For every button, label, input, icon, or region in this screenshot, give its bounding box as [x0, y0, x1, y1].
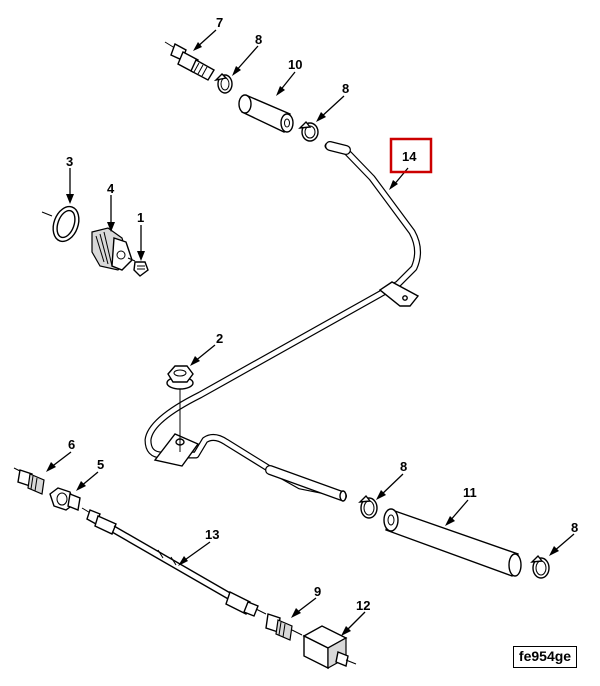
- callout-4: 4: [107, 181, 115, 196]
- callout-8: 8: [255, 32, 262, 47]
- callout-9: 9: [314, 584, 321, 599]
- top-fitting: [164, 41, 215, 81]
- callout-leaders: [46, 29, 575, 636]
- callout-11: 12: [356, 598, 370, 613]
- callout-5: 5: [97, 457, 104, 472]
- tube-line: [81, 507, 267, 617]
- elbow-fitting: [13, 467, 45, 495]
- highlight-box: [389, 137, 433, 174]
- callout-13: 13: [205, 527, 219, 542]
- hose-clamp-lower-2: [530, 554, 550, 579]
- callout-labels: 7 8 10 8 14 3 4 1 2 6 5 8 11 8 13 9 12: [66, 15, 578, 613]
- callout-8: 8: [342, 81, 349, 96]
- tube-assembly: [144, 141, 421, 502]
- callout-3: 3: [66, 154, 73, 169]
- callout-7: 7: [216, 15, 223, 30]
- short-hose: [238, 94, 294, 133]
- plug: [133, 261, 149, 277]
- hose-clamp-top-1: [213, 73, 233, 94]
- adapter-fitting: [91, 227, 136, 271]
- connector-fitting: [265, 613, 303, 641]
- callout-10: 10: [288, 57, 302, 72]
- flange-nut: [166, 365, 194, 452]
- callout-8: 8: [400, 459, 407, 474]
- hose-clamp-lower-1: [358, 494, 378, 519]
- gasket: [41, 205, 80, 243]
- callout-8: 8: [571, 520, 578, 535]
- hose-clamp-top-2: [298, 120, 319, 142]
- callout-2: 2: [216, 331, 223, 346]
- callout-12: 11: [463, 485, 477, 500]
- callout-6: 6: [68, 437, 75, 452]
- tee-block: [302, 625, 357, 670]
- callout-14: 14: [402, 149, 417, 164]
- long-hose: [383, 508, 522, 577]
- nut-fitting: [49, 487, 81, 511]
- callout-1: 1: [137, 210, 144, 225]
- figure-id-label: fe954ge: [513, 646, 577, 668]
